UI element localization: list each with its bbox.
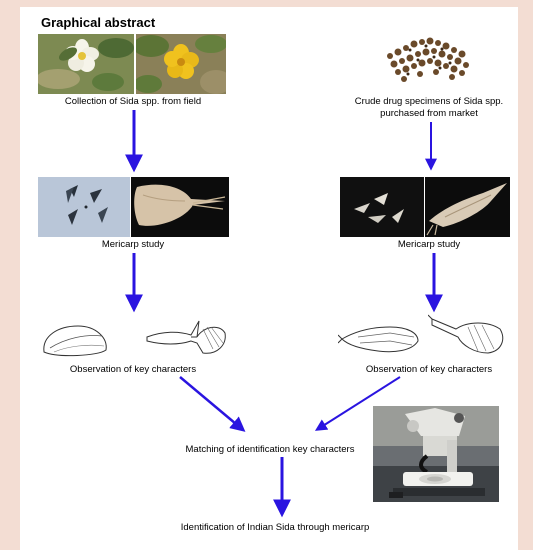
- abstract-panel: Graphical abstract: [20, 7, 518, 550]
- arrow-observation-left-to-matching: [180, 377, 242, 429]
- flow-arrows: [20, 7, 518, 550]
- arrow-observation-right-to-matching: [318, 377, 400, 429]
